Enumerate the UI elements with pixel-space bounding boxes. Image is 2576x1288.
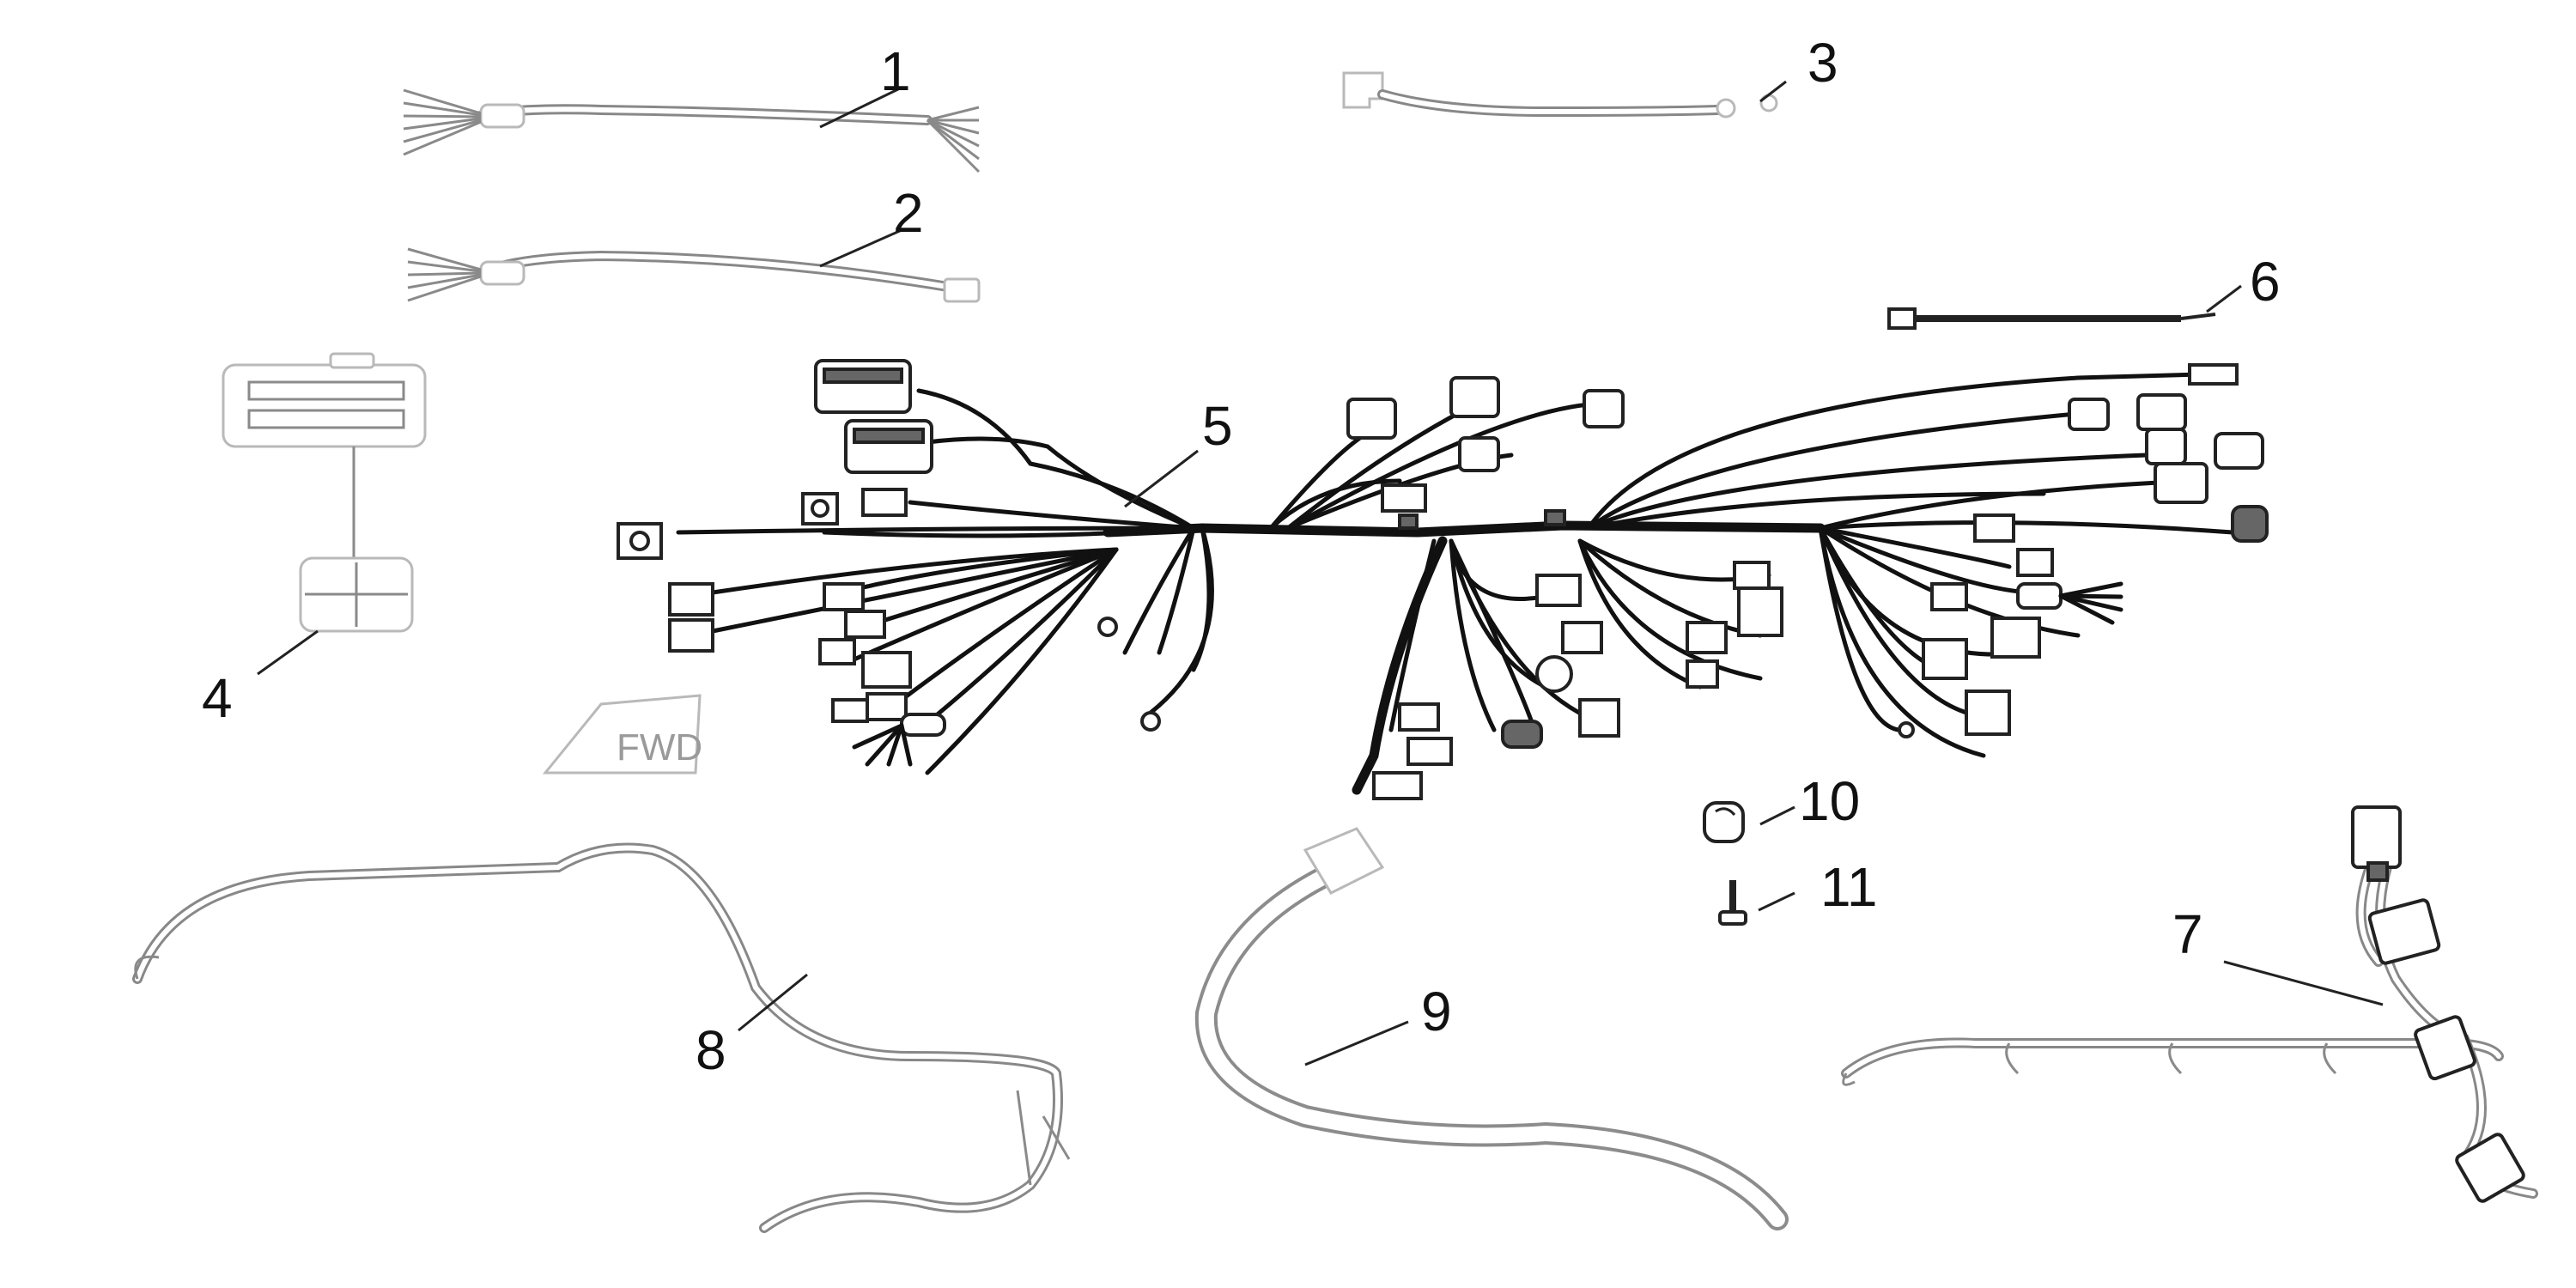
callout-labels: 1 2 3 4 5 6 7 8 9 10 11 [202,32,2281,1081]
fwd-arrow: FWD [542,694,702,775]
part-10-clip [1703,801,1745,843]
callout-10: 10 [1799,770,1860,832]
part-1-sub-harness [403,88,981,173]
part-6-cable-tie [1887,307,2216,330]
part-3-lead [1342,71,1778,118]
callout-9: 9 [1421,981,1452,1042]
callout-8: 8 [696,1019,726,1081]
callout-6: 6 [2250,251,2281,313]
callout-1: 1 [880,40,911,102]
callout-2: 2 [893,182,924,244]
callout-4: 4 [202,667,233,729]
part-7-injector-harness [1841,805,2538,1203]
part-9-tube [1194,827,1789,1230]
callout-5: 5 [1202,395,1233,457]
part-8-wire [132,842,1071,1233]
callout-7: 7 [2172,903,2203,965]
part-5-main-wiring-harness [617,359,2269,800]
leader-lines [257,80,2384,1066]
part-2-sub-harness [407,247,981,303]
fwd-arrow-label: FWD [617,726,702,769]
callout-11: 11 [1820,856,1877,918]
part-4-diagnostic-connector [222,352,427,633]
callout-3: 3 [1807,32,1838,94]
part-11-screw [1718,880,1747,926]
